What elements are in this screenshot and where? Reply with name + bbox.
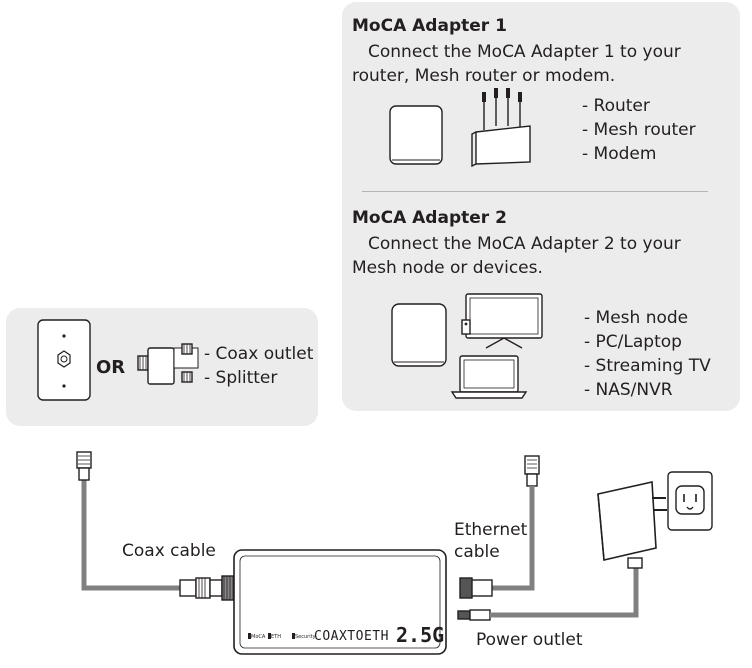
list-item-streaming-tv: - Streaming TV	[584, 356, 711, 376]
power-adapter-icon	[597, 481, 667, 569]
device-led-label-moca: MoCA	[251, 634, 266, 640]
ethernet-cable-label-line2: cable	[454, 542, 500, 562]
adapter2-description-line2: Mesh node or devices.	[352, 258, 543, 278]
coax-source-list: - Coax outlet - Splitter	[204, 342, 313, 390]
ethernet-cable	[459, 455, 540, 599]
coax-wall-outlet-icon	[37, 319, 91, 401]
device-led-label-security: Security	[295, 634, 316, 640]
router-icon	[471, 88, 531, 168]
moca-adapter-device	[233, 549, 447, 655]
adapter1-title: MoCA Adapter 1	[352, 16, 507, 36]
list-item-router: - Router	[582, 96, 650, 116]
list-item-modem: - Modem	[582, 144, 657, 164]
laptop-icon	[450, 355, 528, 399]
adapter2-description-line1: Connect the MoCA Adapter 2 to your	[368, 234, 681, 254]
list-item-nas-nvr: - NAS/NVR	[584, 380, 673, 400]
device-led-label-eth: ETH	[271, 634, 281, 640]
adapter1-description-line1: Connect the MoCA Adapter 1 to your	[368, 42, 681, 62]
coax-cable	[76, 451, 237, 601]
splitter-icon	[137, 343, 199, 385]
power-outlet-label: Power outlet	[476, 630, 583, 650]
device-speed-label: 2.5G	[396, 623, 445, 647]
adapter2-title: MoCA Adapter 2	[352, 208, 507, 228]
device-brand-label: COAXTOETH	[314, 629, 389, 644]
adapter2-device-list: - Mesh node - PC/Laptop - Streaming TV -…	[584, 306, 711, 402]
list-item-mesh-node: - Mesh node	[584, 308, 689, 328]
streaming-tv-icon	[461, 293, 543, 349]
list-item-mesh-router: - Mesh router	[582, 120, 696, 140]
ethernet-cable-label-line1: Ethernet	[454, 520, 528, 540]
mesh-router-icon	[389, 105, 443, 165]
mesh-node-icon	[391, 303, 447, 367]
power-cable	[457, 566, 639, 621]
or-label: OR	[96, 357, 126, 378]
panel-divider	[362, 191, 708, 192]
list-item-pc-laptop: - PC/Laptop	[584, 332, 682, 352]
power-outlet-icon	[667, 471, 713, 531]
adapter1-device-list: - Router - Mesh router - Modem	[582, 94, 696, 166]
list-item-splitter: - Splitter	[204, 368, 278, 388]
adapter1-description-line2: router, Mesh router or modem.	[352, 66, 616, 86]
list-item-coax-outlet: - Coax outlet	[204, 344, 314, 364]
coax-cable-label: Coax cable	[122, 541, 216, 561]
